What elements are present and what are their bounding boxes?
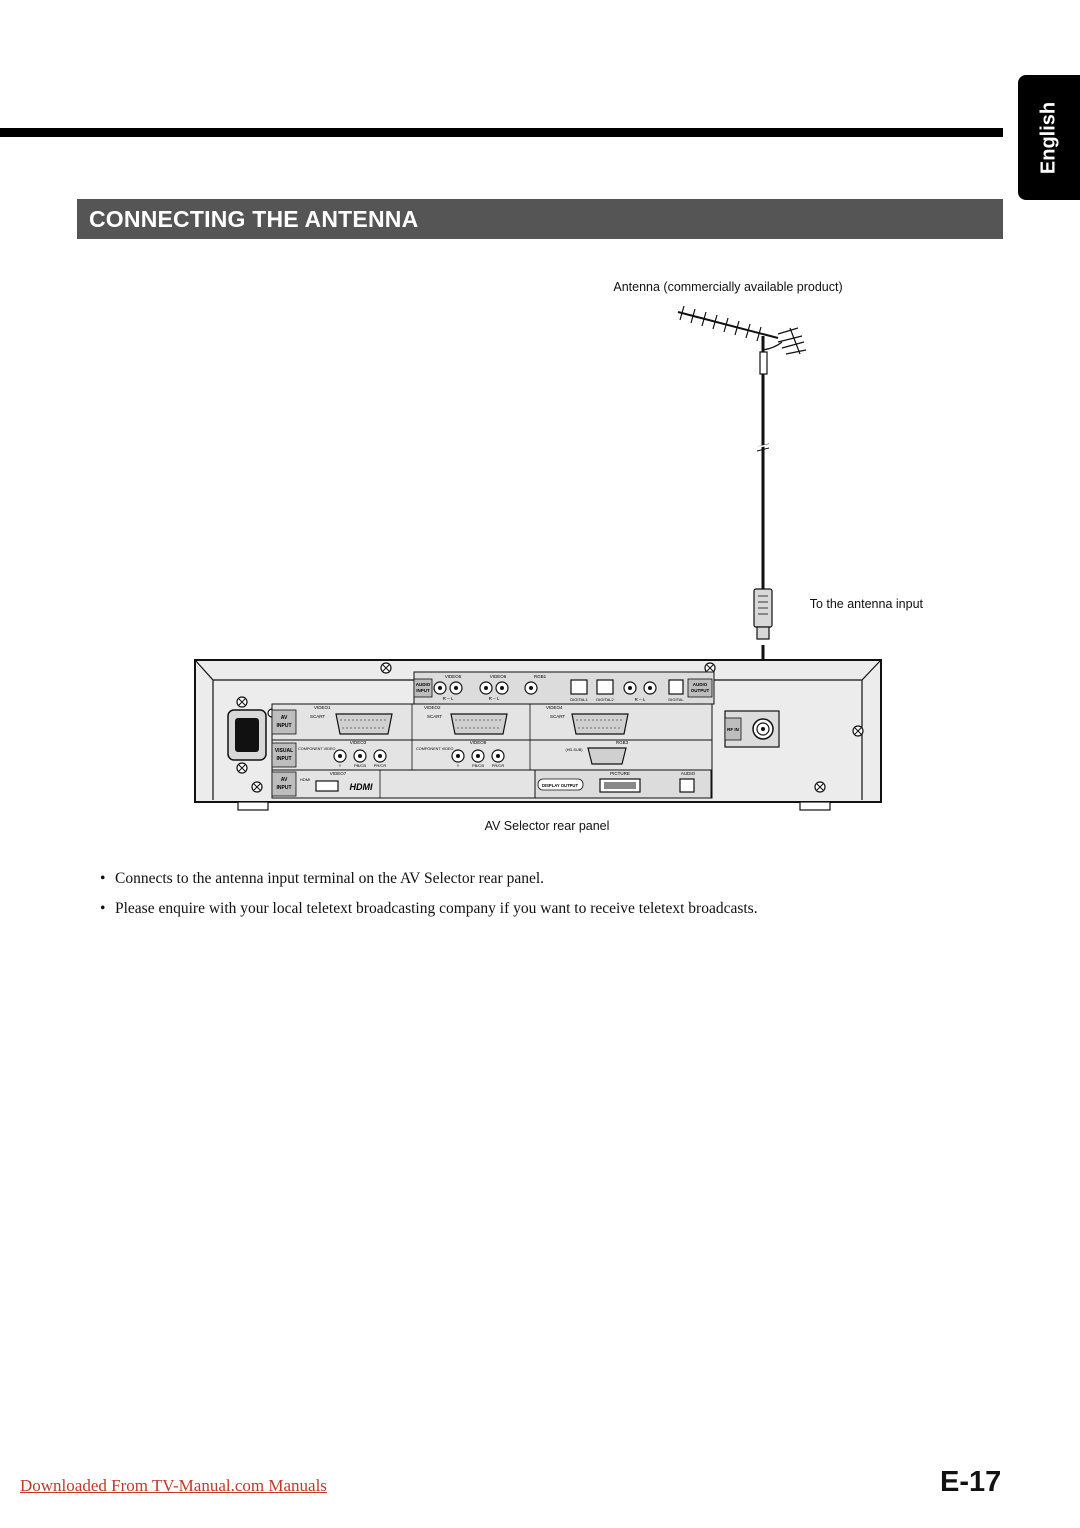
label-scart-3: SCART [550, 714, 565, 719]
label-video6: VIDEO6 [490, 674, 507, 679]
label-video1: VIDEO1 [314, 705, 331, 710]
label-y-1: Y [339, 763, 342, 768]
label-video3: VIDEO3 [350, 740, 367, 745]
label-rf-in: RF IN [727, 727, 739, 732]
label-digital: DIGITAL [668, 697, 684, 702]
section-title: CONNECTING THE ANTENNA [89, 205, 419, 232]
antenna-input-caption: To the antenna input [810, 597, 924, 611]
label-av-input-1: INPUT [277, 723, 292, 729]
label-digital2: DIGITAL2 [596, 697, 614, 702]
label-r-l-2: R – L [489, 696, 500, 701]
label-prcr-1: PR/CR [374, 763, 387, 768]
bullet-dot: • [100, 900, 106, 917]
label-video8: VIDEO8 [470, 740, 487, 745]
note-text: Please enquire with your local teletext … [115, 900, 758, 917]
label-audio-input: AUDIO [416, 682, 431, 687]
page-number: E-17 [940, 1466, 1002, 1498]
label-av-input-2: INPUT [277, 785, 292, 791]
hdmi-logo: HDMI [350, 782, 373, 792]
label-hdmi: HDMI [300, 777, 310, 782]
note-item: • Connects to the antenna input terminal… [98, 869, 998, 899]
note-item: • Please enquire with your local teletex… [98, 899, 998, 929]
label-av-1: AV [281, 715, 288, 721]
footer-source-link[interactable]: Downloaded From TV-Manual.com Manuals [20, 1476, 327, 1495]
label-r-l-3: R – L [635, 697, 646, 702]
antenna-plug-icon [753, 588, 773, 640]
label-dsub: (HD-SUB) [565, 748, 583, 752]
label-audio-output: AUDIO [693, 682, 708, 687]
bullet-dot: • [100, 870, 106, 887]
av-selector-rear-panel: AUDIO INPUT VIDEO5 VIDEO6 RGB1 R – L R –… [194, 659, 882, 811]
label-pbcb-2: PB/CB [472, 763, 484, 768]
antenna-connection-diagram: Antenna (commercially available product)… [194, 280, 924, 833]
label-visual: VISUAL [275, 748, 293, 754]
label-video4: VIDEO4 [546, 705, 563, 710]
label-r-l-1: R – L [443, 696, 454, 701]
label-rgb3: RGB3 [616, 740, 629, 745]
label-scart-1: SCART [310, 714, 325, 719]
label-audio-input-2: INPUT [416, 688, 430, 693]
label-audio-out: AUDIO [681, 771, 696, 776]
label-visual-input: INPUT [277, 756, 292, 762]
label-display-output: DISPLAY OUTPUT [542, 783, 579, 788]
top-rule [0, 128, 1003, 137]
label-component-video-2: COMPONENT VIDEO [416, 747, 454, 751]
notes-list: • Connects to the antenna input terminal… [98, 869, 998, 929]
label-video2: VIDEO2 [424, 705, 441, 710]
label-component-video-1: COMPONENT VIDEO [298, 747, 336, 751]
label-video7: VIDEO7 [330, 771, 347, 776]
antenna-icon [677, 305, 807, 375]
language-tab: English [1018, 75, 1080, 200]
panel-caption: AV Selector rear panel [485, 819, 610, 833]
label-digital1: DIGITAL1 [570, 697, 588, 702]
label-pbcb-1: PB/CB [354, 763, 366, 768]
label-picture: PICTURE [610, 771, 630, 776]
antenna-caption: Antenna (commercially available product) [613, 280, 842, 294]
section-header: CONNECTING THE ANTENNA [77, 199, 1003, 239]
label-y-2: Y [457, 763, 460, 768]
antenna-cable [755, 375, 771, 590]
label-rgb1: RGB1 [534, 674, 547, 679]
label-scart-2: SCART [427, 714, 442, 719]
note-text: Connects to the antenna input terminal o… [115, 870, 545, 887]
label-prcr-2: PR/CR [492, 763, 505, 768]
label-av-2: AV [281, 777, 288, 783]
label-video5: VIDEO5 [445, 674, 462, 679]
label-audio-output-2: OUTPUT [691, 688, 710, 693]
